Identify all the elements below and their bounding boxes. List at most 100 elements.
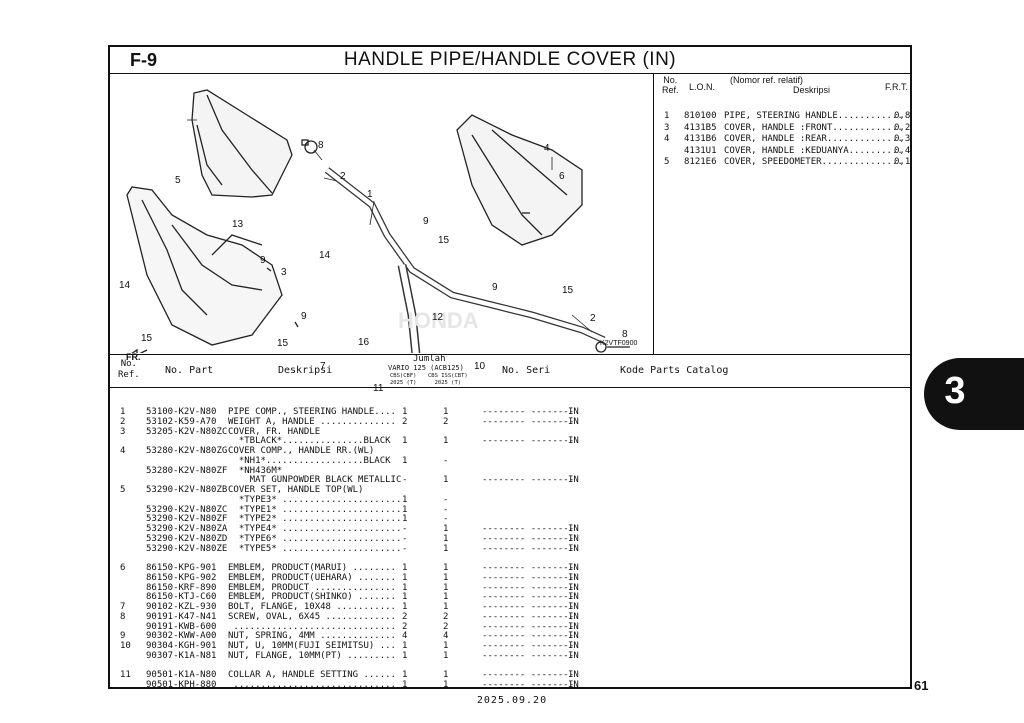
part-q1: - [402, 475, 408, 486]
table-row: 9 90302-KWW-A00 NUT, SPRING, 4MM .........… [110, 631, 910, 641]
lon-desc: COVER, SPEEDOMETER............... [724, 157, 903, 167]
part-q1: 2 [402, 621, 408, 632]
part-q1: 1 [402, 602, 408, 612]
part-desc: .............................. [228, 680, 396, 690]
part-q1: - [402, 524, 408, 534]
parts-qty-header: Jumlah [413, 354, 446, 364]
part-part: 90191-K47-N41 [146, 611, 217, 622]
table-row: 53290-K2V-N80ZE *TYPE5* ................… [110, 544, 910, 554]
part-q1: 1 [402, 514, 408, 525]
part-seri: -------- -------- [482, 572, 575, 583]
part-q1: 1 [402, 563, 408, 573]
section-tab: 3 [924, 358, 1024, 430]
table-row: 90501-KPH-880 ..........................… [110, 680, 910, 690]
lon-lon: 810100 [684, 111, 717, 121]
table-row [110, 553, 910, 563]
catalog-frame: F-9 HANDLE PIPE/HANDLE COVER (IN) No. Re… [108, 45, 912, 690]
part-seri: -------- -------- [482, 407, 575, 417]
callout-13: 13 [232, 219, 244, 230]
callout-9a: 9 [260, 255, 266, 266]
part-q2: - [443, 514, 449, 525]
part-cat: IN [568, 621, 579, 632]
watermark-logo: HONDA [398, 308, 479, 333]
part-part: 90302-KWW-A00 [146, 631, 217, 642]
part-part: 86150-KRF-890 [146, 582, 217, 593]
part-part: 53290-K2V-N80ZC [146, 504, 228, 515]
part-ref: 1 [120, 407, 126, 417]
part-part: 90307-K1A-N81 [146, 650, 217, 661]
part-ref: 6 [120, 563, 126, 573]
part-cat: IN [568, 670, 579, 681]
parts-col2-header: CBS ISS(CBT) 2025 (T) [428, 373, 468, 386]
diagram-code: K2VTF0900 [600, 340, 638, 347]
callout-5: 5 [175, 175, 181, 186]
part-ref: 4 [120, 446, 126, 456]
lon-desc: PIPE, STEERING HANDLE............ [724, 111, 903, 121]
part-desc: PIPE COMP., STEERING HANDLE.... [228, 407, 396, 417]
speedometer-cover-shape [191, 89, 293, 198]
part-desc: COLLAR A, HANDLE SETTING ...... [228, 670, 396, 681]
part-seri: -------- -------- [482, 602, 575, 612]
callout-15d: 15 [562, 285, 574, 296]
part-desc: *TYPE6* ...................... [228, 533, 402, 544]
table-row [110, 661, 910, 671]
parts-model-header: VARIO 125 (ACB125) [388, 364, 464, 372]
part-desc: *TYPE5* ...................... [228, 543, 402, 554]
part-seri: -------- -------- [482, 670, 575, 681]
part-seri: -------- -------- [482, 621, 575, 632]
parts-col1-header: CBS(CBF) 2025 (T) [390, 373, 417, 386]
callout-9d: 9 [492, 282, 498, 293]
part-desc: MAT GUNPOWDER BLACK METALLIC [228, 475, 402, 486]
part-q1: 1 [402, 455, 408, 466]
lon-desc-header: Deskripsi [793, 85, 831, 95]
callout-2b: 2 [590, 313, 596, 324]
lon-desc: COVER, HANDLE :REAR.............. [724, 134, 903, 144]
lon-frt: 0,3 [894, 134, 911, 144]
part-seri: -------- -------- [482, 592, 575, 603]
part-q2: 1 [443, 680, 449, 690]
lon-header: L.O.N. [689, 82, 716, 92]
callout-15b: 15 [277, 338, 289, 349]
part-q1: - [402, 533, 408, 544]
part-desc: SCREW, OVAL, 6X45 ............. [228, 611, 396, 622]
part-q1: 1 [402, 582, 408, 593]
part-cat: IN [568, 611, 579, 622]
part-part: 90304-KGH-901 [146, 641, 217, 651]
part-part: 86150-KTJ-C60 [146, 592, 217, 603]
lon-frt: 0,8 [894, 111, 911, 121]
part-desc: COVER, FR. HANDLE [228, 426, 321, 437]
part-desc: COVER SET, HANDLE TOP(WL) [228, 485, 364, 495]
part-cat: IN [568, 416, 579, 427]
part-desc: NUT, SPRING, 4MM .............. [228, 631, 396, 642]
part-q2: 1 [443, 563, 449, 573]
part-q2: 1 [443, 650, 449, 661]
callout-3: 3 [281, 267, 287, 278]
page-number: 61 [914, 678, 929, 693]
print-date: 2025.09.20 [476, 695, 548, 706]
lon-row: 1 810100 PIPE, STEERING HANDLE............… [658, 111, 911, 123]
table-row: 53280-K2V-N80ZF *NH436M* [110, 466, 910, 476]
callout-1: 1 [367, 189, 373, 200]
part-cat: IN [568, 524, 579, 534]
part-q1: 4 [402, 631, 408, 642]
lon-ref: 1 [664, 111, 670, 121]
part-seri: -------- -------- [482, 650, 575, 661]
part-ref: 9 [120, 631, 126, 642]
callout-10: 10 [474, 361, 486, 372]
part-cat: IN [568, 582, 579, 593]
table-row: 53290-K2V-N80ZA *TYPE4* ................… [110, 524, 910, 534]
lon-ref: 3 [664, 122, 670, 133]
part-desc: NUT, U, 10MM(FUJI SEIMITSU) ... [228, 641, 396, 651]
fr-arrow-label: FR. [126, 352, 141, 362]
part-seri: -------- -------- [482, 563, 575, 573]
part-q2: 1 [443, 475, 449, 486]
